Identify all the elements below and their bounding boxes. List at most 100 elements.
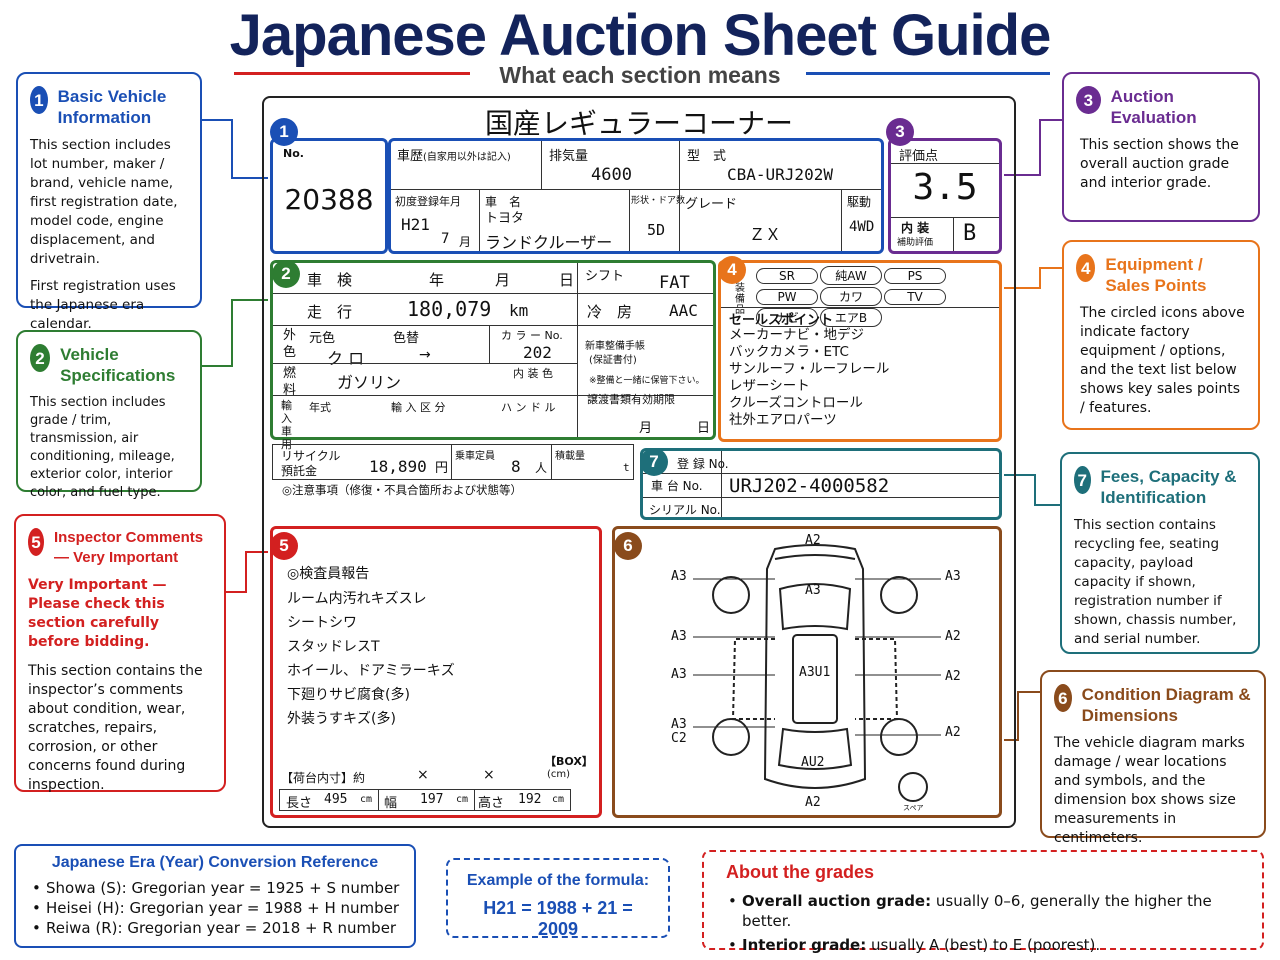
fuel-value: ガソリン xyxy=(337,373,402,392)
report-item: 下廻りサビ腐食(多) xyxy=(287,687,410,703)
ext-label: 外色 xyxy=(283,327,296,361)
panel-title: Equipment / Sales Points xyxy=(1105,255,1207,295)
badge-7: 7 xyxy=(1074,466,1091,494)
section-1-details: 車歴(自家用以外は記入) 排気量 4600 型 式 CBA-URJ202W 初度… xyxy=(388,138,884,254)
ton-unit: t xyxy=(623,461,630,474)
shift-value: FAT xyxy=(659,273,690,293)
badge-3-sheet: 3 xyxy=(886,118,914,146)
colorno-value: 202 xyxy=(523,343,552,362)
caution-label: ◎注意事項（修復・不具合箇所および状態等） xyxy=(282,483,523,497)
era-title: Japanese Era (Year) Conversion Reference xyxy=(51,854,379,871)
handle-label: ハ ン ド ル xyxy=(501,401,556,414)
divider xyxy=(273,293,713,294)
height-unit: cm xyxy=(552,794,565,805)
firstreg-month: 7 xyxy=(441,231,450,247)
yen-unit: 円 xyxy=(435,461,449,476)
report-item: ルーム内汚れキズスレ xyxy=(287,591,427,607)
mileage-value: 180,079 xyxy=(407,297,492,321)
formula-text: H21 = 1988 + 21 = 2009 xyxy=(483,898,633,939)
ac-value: AAC xyxy=(669,301,698,320)
carname-value: ランドクルーザー xyxy=(485,233,613,252)
badge-7-sheet: 7 xyxy=(640,448,668,476)
height-value: 192 xyxy=(518,792,542,807)
cargo-label: 【荷台内寸】約 xyxy=(281,771,366,785)
maker-value: トヨタ xyxy=(485,211,525,226)
divider xyxy=(273,395,713,396)
dmg-right-4: A2 xyxy=(945,725,961,740)
panel-title: Auction Evaluation xyxy=(1110,87,1197,127)
mileage-label: 走 行 xyxy=(307,303,353,321)
grade-item-text: usually A (best) to E (poorest). xyxy=(866,936,1101,954)
badge-1: 1 xyxy=(30,86,48,114)
divider xyxy=(479,189,480,251)
section-2: 車 検 年 月 日 シフト FAT 走 行 180,079 km 冷 房 AAC… xyxy=(270,260,716,451)
panel-body: This section contains recycling fee, sea… xyxy=(1074,517,1237,647)
drive-value: 4WD xyxy=(849,219,875,235)
dmg-right-2: A2 xyxy=(945,629,961,644)
model-value: CBA-URJ202W xyxy=(727,165,833,184)
serial-label: シリアル No. xyxy=(649,503,721,517)
seats-value: 8 xyxy=(511,457,521,476)
era-reference: Japanese Era (Year) Conversion Reference… xyxy=(14,844,416,948)
badge-6-sheet: 6 xyxy=(614,532,642,560)
era-item: Reiwa (R): Gregorian year = 2018 + R num… xyxy=(30,918,400,938)
dmg-right-upper: A3 xyxy=(945,569,961,584)
report-item: スタッドレスT xyxy=(287,639,380,655)
panel-body: This section includes grade / trim, tran… xyxy=(30,395,175,500)
badge-2: 2 xyxy=(30,344,51,372)
equip-label: 装備品 xyxy=(735,283,745,316)
grade-value: ＺＸ xyxy=(749,225,782,244)
panel-body: This section shows the overall auction g… xyxy=(1080,137,1239,191)
colorno-label: カ ラ ー No. xyxy=(501,329,563,342)
dmg-rear: AU2 xyxy=(801,755,825,770)
transfer-day: 日 xyxy=(697,421,711,436)
panel-vehicle-specs: 2 Vehicle Specifications This section in… xyxy=(16,330,202,500)
car-diagram xyxy=(693,544,941,802)
import-type: 輸 入 区 分 xyxy=(391,401,446,414)
panel-inspector-comments: 5 Inspector Comments — Very Important Ve… xyxy=(14,514,226,793)
equip-chip: エアB xyxy=(820,308,882,327)
panel-title: Vehicle Specifications xyxy=(60,345,176,385)
transfer-label: 譲渡書類有効期限 xyxy=(587,393,675,406)
divider xyxy=(273,363,577,364)
eval-label: 評価点 xyxy=(899,149,939,164)
badge-1-sheet: 1 xyxy=(270,118,298,146)
title-rule-left xyxy=(234,72,470,75)
length-value: 495 xyxy=(324,792,348,807)
score-value: 3.5 xyxy=(912,167,978,208)
changed-label: 色替 xyxy=(393,331,420,346)
length-label: 長さ xyxy=(286,796,313,811)
section-1: No. 20388 xyxy=(270,138,388,254)
reg-label: 登 録 No. xyxy=(677,457,729,471)
equip-chip: カワ xyxy=(820,287,882,306)
dmg-right-3: A2 xyxy=(945,669,961,684)
original-label: 元色 xyxy=(309,331,336,346)
ext-label-1: 外 xyxy=(283,328,297,343)
displacement-value: 4600 xyxy=(591,165,632,185)
report-title: ◎検査員報告 xyxy=(287,566,370,582)
divider xyxy=(391,189,881,190)
divider xyxy=(679,189,680,251)
dmg-left-2: A3 xyxy=(671,629,687,644)
report-item: シートシワ xyxy=(287,615,357,631)
interior-color-label: 内 装 色 xyxy=(513,367,553,380)
maint-note: ※整備と一緒に保管下さい。 xyxy=(589,376,705,386)
box-label: 【BOX】 xyxy=(545,755,593,768)
auction-sheet: 国産レギュラーコーナー xyxy=(262,96,1016,828)
spare-label: スペア xyxy=(903,804,924,812)
height-label: 高さ xyxy=(478,796,505,811)
title-rule-right xyxy=(806,72,1050,75)
section-3: 評価点 3.5 内 装 補助評価 B xyxy=(888,138,1002,254)
panel-body: The vehicle diagram marks damage / wear … xyxy=(1054,735,1245,846)
dmg-left-upper: A3 xyxy=(671,569,687,584)
badge-4-sheet: 4 xyxy=(718,256,746,284)
equip-chip: PW xyxy=(756,289,818,305)
chassis-label: 車 台 No. xyxy=(651,479,703,493)
month-unit: 月 xyxy=(459,235,472,249)
drive-label: 駆動 xyxy=(847,195,872,209)
width-label: 幅 xyxy=(384,796,398,811)
history-note: (自家用以外は記入) xyxy=(423,152,511,163)
maint-label: 新車整備手帳 xyxy=(585,341,645,352)
divider xyxy=(629,189,630,251)
person-unit: 人 xyxy=(535,461,548,475)
